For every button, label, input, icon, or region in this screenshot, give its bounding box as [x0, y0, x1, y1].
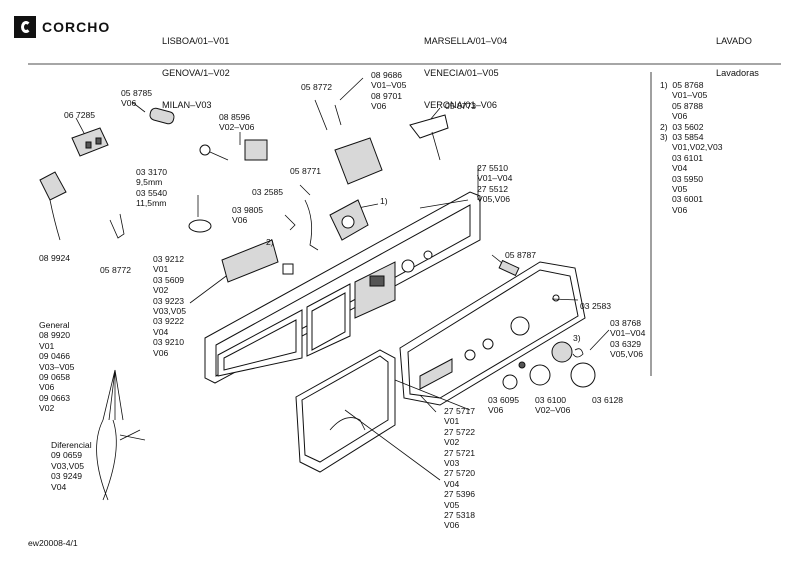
label-039805: 03 9805 V06 [232, 205, 264, 226]
suppressor [149, 107, 175, 125]
drawing-code: ew20008-4/1 [28, 538, 78, 548]
label-033170: 03 3170 9,5mm 03 5540 11,5mm [136, 167, 168, 209]
label-275510: 27 5510 V01–V04 27 5512 V05,V06 [477, 163, 513, 205]
model-5: VENECIA/01–V05 [424, 67, 499, 78]
timer [314, 99, 383, 185]
control-panel-back [204, 191, 481, 384]
label-067285: 06 7285 [64, 110, 96, 120]
lever-058771 [304, 199, 319, 251]
label-088596: 08 8596 V02–V06 [219, 112, 255, 133]
label-032583: 03 2583 [580, 301, 612, 311]
models-column-1: LISBOA/01–V01 GENOVA/1–V02 MILAN–V03 [162, 15, 230, 132]
pilot-lamp [491, 254, 520, 277]
label-058785: 05 8785 V06 [121, 88, 153, 109]
label-089924: 08 9924 [39, 253, 71, 263]
clip-032585 [284, 214, 296, 231]
label-089686: 08 9686 V01–V05 08 9701 V06 [371, 70, 407, 112]
category-subtitle: Lavadoras [716, 67, 759, 78]
label-058787: 05 8787 [505, 250, 537, 260]
knobs [502, 341, 596, 390]
thermostat [199, 139, 268, 161]
hose-clamp [188, 219, 212, 233]
wiring-harness [96, 369, 146, 501]
label-036095: 03 6095 V06 [488, 395, 520, 416]
label-036128: 03 6128 [592, 395, 624, 405]
detergent-drawer [295, 349, 471, 481]
leader-lines [75, 77, 610, 413]
bracket-058773 [409, 114, 449, 161]
brand-logo: CORCHO [14, 16, 110, 38]
label-058773: 05 8773 [445, 101, 477, 111]
label-275717: 27 5717 V01 27 5722 V02 27 5721 V03 27 5… [444, 406, 476, 531]
front-fascia [399, 261, 586, 406]
model-6: VERONA/01–V06 [424, 99, 498, 110]
footnote-mark-3: 3) [573, 333, 581, 343]
selector-switch [329, 199, 369, 241]
button-block [221, 239, 294, 283]
footnote-mark-1: 1) [380, 196, 388, 206]
model-1: LISBOA/01–V01 [162, 36, 230, 47]
bracket-058772 [109, 213, 125, 239]
corcho-logo-icon [14, 16, 36, 38]
models-column-2: MARSELLA/01–V04 VENECIA/01–V05 VERONA/01… [424, 15, 507, 132]
label-039212: 03 9212 V01 03 5609 V02 03 9223 V03,V05 … [153, 254, 186, 358]
model-4: MARSELLA/01–V04 [424, 36, 508, 47]
category-title: LAVADO [716, 36, 752, 47]
category-block: LAVADO Lavadoras [716, 15, 759, 100]
plug-connector [71, 127, 109, 157]
label-036100: 03 6100 V02–V06 [535, 395, 571, 416]
label-032585: 03 2585 [252, 187, 284, 197]
label-058771: 05 8771 [290, 166, 322, 176]
label-038768: 03 8768 V01–V04 03 6329 V05,V06 [610, 318, 646, 360]
mains-plug [39, 171, 67, 241]
notes-list: 1) 05 8768 V01–V05 05 8788 V06 2) 03 560… [660, 80, 723, 215]
label-058772-bottom: 05 8772 [100, 265, 132, 275]
model-2: GENOVA/1–V02 [162, 67, 230, 78]
label-diferencial: Diferencial 09 0659 V03,V05 03 9249 V04 [51, 440, 92, 492]
footnote-mark-2: 2) [266, 237, 274, 247]
model-3: MILAN–V03 [162, 99, 212, 110]
label-058772-top: 05 8772 [301, 82, 333, 92]
brand-name: CORCHO [42, 19, 111, 35]
label-general: General 08 9920 V01 09 0466 V03–V05 09 0… [39, 320, 75, 414]
